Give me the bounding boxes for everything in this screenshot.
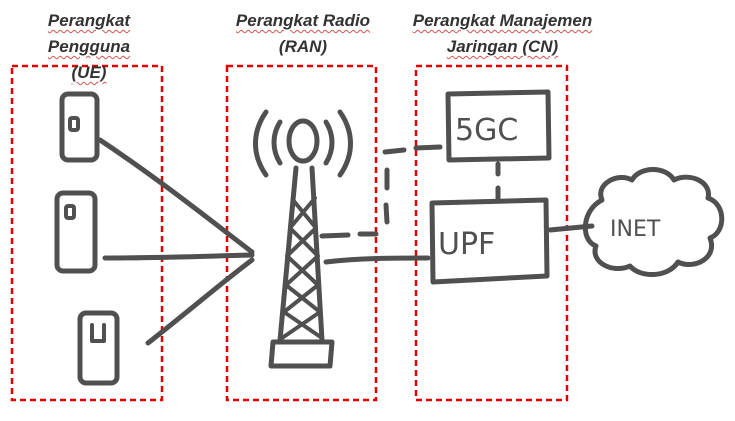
cn-group-title-line2: Jaringan (CN) <box>446 37 559 56</box>
ran-group-box <box>225 64 378 402</box>
ran-group-title-line2: (RAN) <box>278 37 328 56</box>
ue-group-title: Perangkat Pengguna (UE) <box>30 8 148 86</box>
cn-group-title: Perangkat Manajemen Jaringan (CN) <box>390 8 615 60</box>
ue-group-title-line1: Perangkat <box>47 11 131 30</box>
ue-link-line <box>97 137 255 255</box>
upf-node-box: UPF <box>429 197 550 285</box>
upf-node-label: UPF <box>438 227 495 262</box>
core-node-label: 5GC <box>455 113 518 148</box>
phone-icon <box>77 310 120 386</box>
core-node-box: 5GC <box>445 89 552 163</box>
control-link-line <box>319 231 379 239</box>
control-link-line <box>382 144 443 155</box>
ran-group-title: Perangkat Radio (RAN) <box>222 8 384 60</box>
user-plane-link-line <box>323 255 431 265</box>
ran-group-title-line1: Perangkat Radio <box>235 11 371 30</box>
radio-tower-icon <box>253 109 353 369</box>
internet-label: INET <box>610 217 661 242</box>
cn-group-title-line1: Perangkat Manajemen <box>412 11 593 30</box>
ue-link-line <box>102 252 255 261</box>
ue-group-box <box>10 64 164 402</box>
cn-group-box <box>414 64 569 402</box>
control-link-line <box>383 167 390 225</box>
ue-link-line <box>145 257 255 346</box>
phone-icon <box>59 91 100 163</box>
phone-icon <box>54 190 98 274</box>
internet-cloud-icon: INET <box>582 167 725 277</box>
ue-group-title-line2: Pengguna (UE) <box>47 37 131 82</box>
